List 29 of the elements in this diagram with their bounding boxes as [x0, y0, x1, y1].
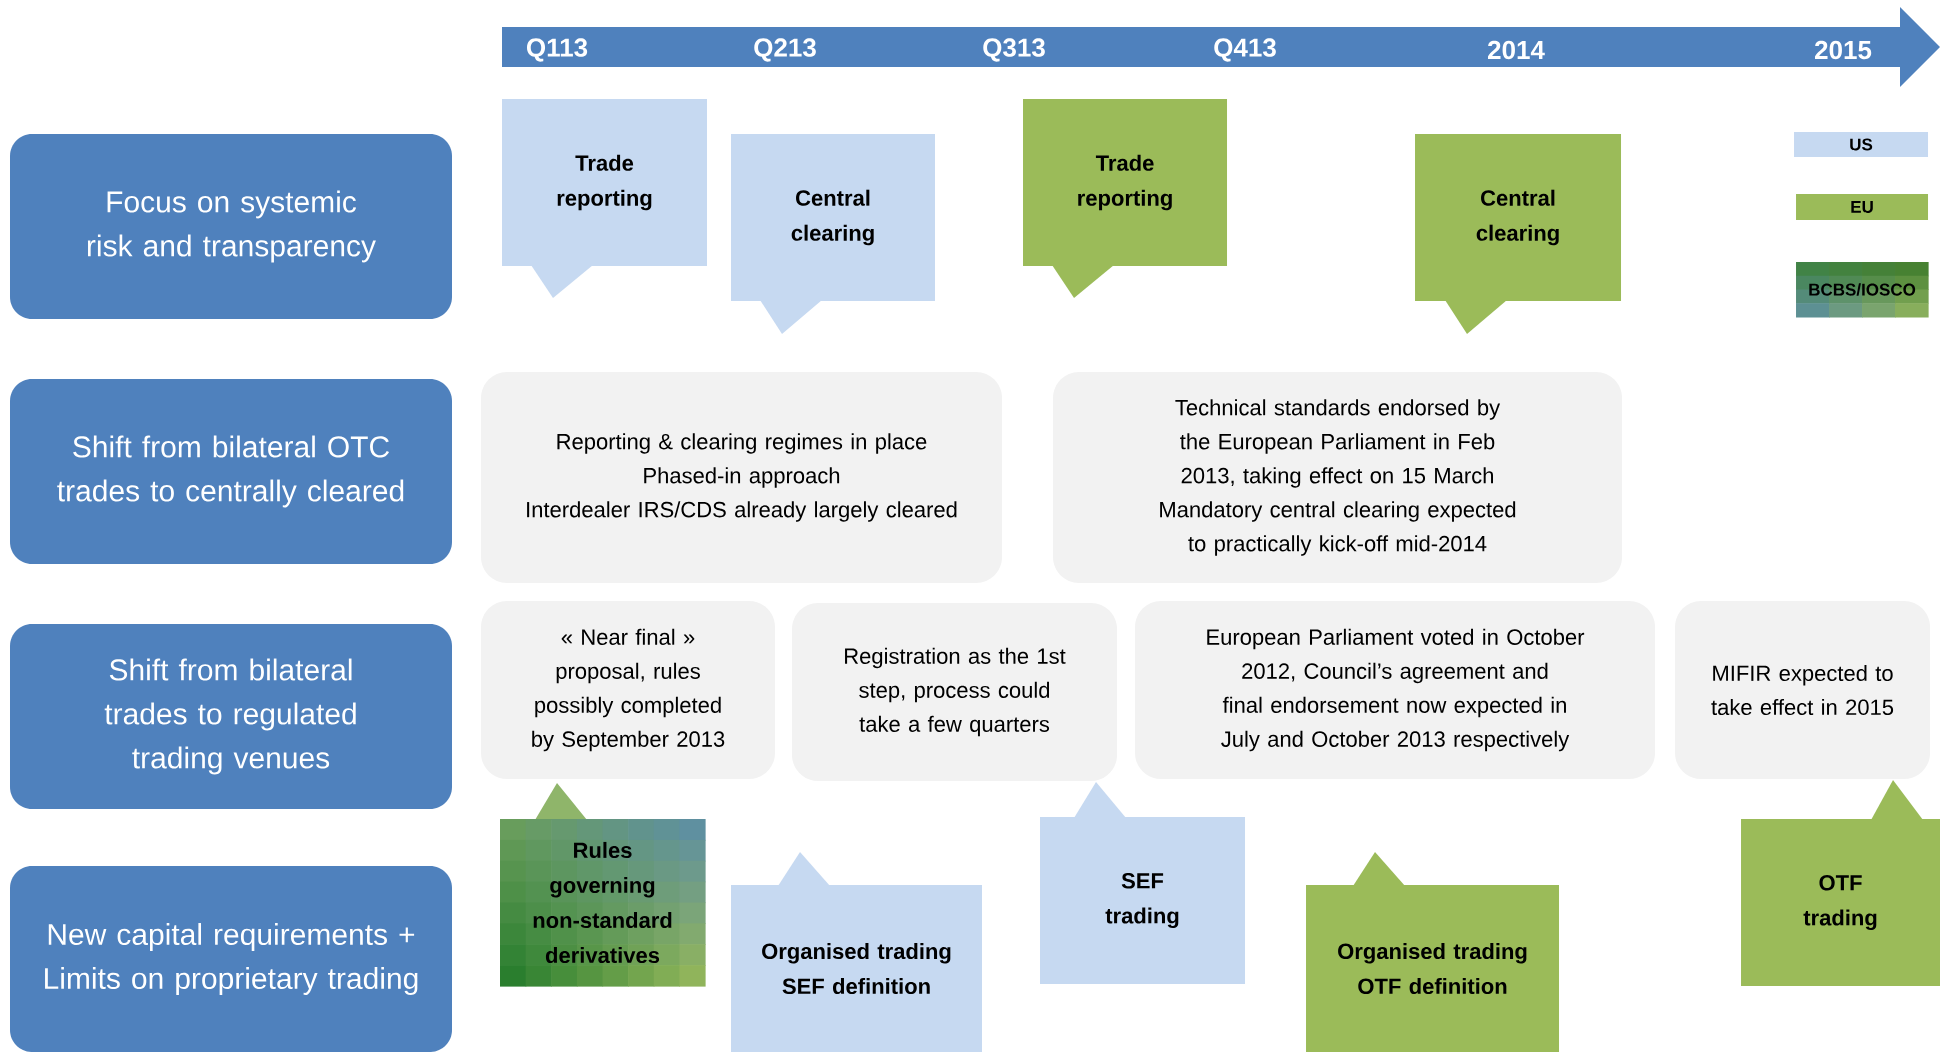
timeline-label: Q313: [983, 38, 1045, 62]
timeline-label: Q413: [1214, 38, 1276, 62]
node-label: Rules governing non-standard derivatives: [533, 841, 672, 964]
legend-label: BCBS/IOSCO: [1809, 283, 1916, 296]
category-box: Focus on systemic risk and transparency: [10, 134, 452, 319]
note-box: MIFIR expected to take effect in 2015: [1675, 601, 1930, 779]
callout-box: OTF trading: [1741, 780, 1940, 986]
timeline-label: 2014: [1488, 40, 1545, 60]
note-box: Technical standards endorsed by the European Parliament in Feb 2013, taking effect on 15 March Mandatory central clearing expected to practically kick-off mid-2014: [1053, 372, 1622, 583]
callout-box: Trade reporting: [1023, 99, 1227, 298]
note-box: Reporting & clearing regimes in place Phased-in approach Interdealer IRS/CDS already largely cleared: [481, 372, 1002, 583]
callout-box: Organised trading SEF definition: [731, 852, 982, 1052]
legend-label: EU: [1851, 201, 1873, 213]
category-box: New capital requirements + Limits on proprietary trading: [10, 866, 452, 1052]
legend-label: US: [1850, 138, 1873, 151]
callout-box: Central clearing: [731, 134, 935, 334]
timeline-label: 2015: [1815, 40, 1872, 60]
note-box: « Near final » proposal, rules possibly completed by September 2013: [481, 601, 775, 779]
callout-box: Central clearing: [1415, 134, 1621, 334]
callout-box: Organised trading OTF definition: [1306, 852, 1559, 1052]
timeline-label: Q113: [527, 38, 588, 62]
category-box: Shift from bilateral OTC trades to centrally cleared: [10, 379, 452, 564]
callout-box: Trade reporting: [502, 99, 707, 298]
callout-box: SEF trading: [1040, 782, 1245, 984]
note-box: Registration as the 1st step, process could take a few quarters: [792, 603, 1117, 781]
timeline-label: Q213: [754, 38, 816, 62]
category-box: Shift from bilateral trades to regulated trading venues: [10, 624, 452, 809]
callout-box: Rules governing non-standard derivatives: [500, 783, 706, 987]
note-box: European Parliament voted in October 2012, Council’s agreement and final endorsement now expected in July and October 2013 respectively: [1135, 601, 1655, 779]
